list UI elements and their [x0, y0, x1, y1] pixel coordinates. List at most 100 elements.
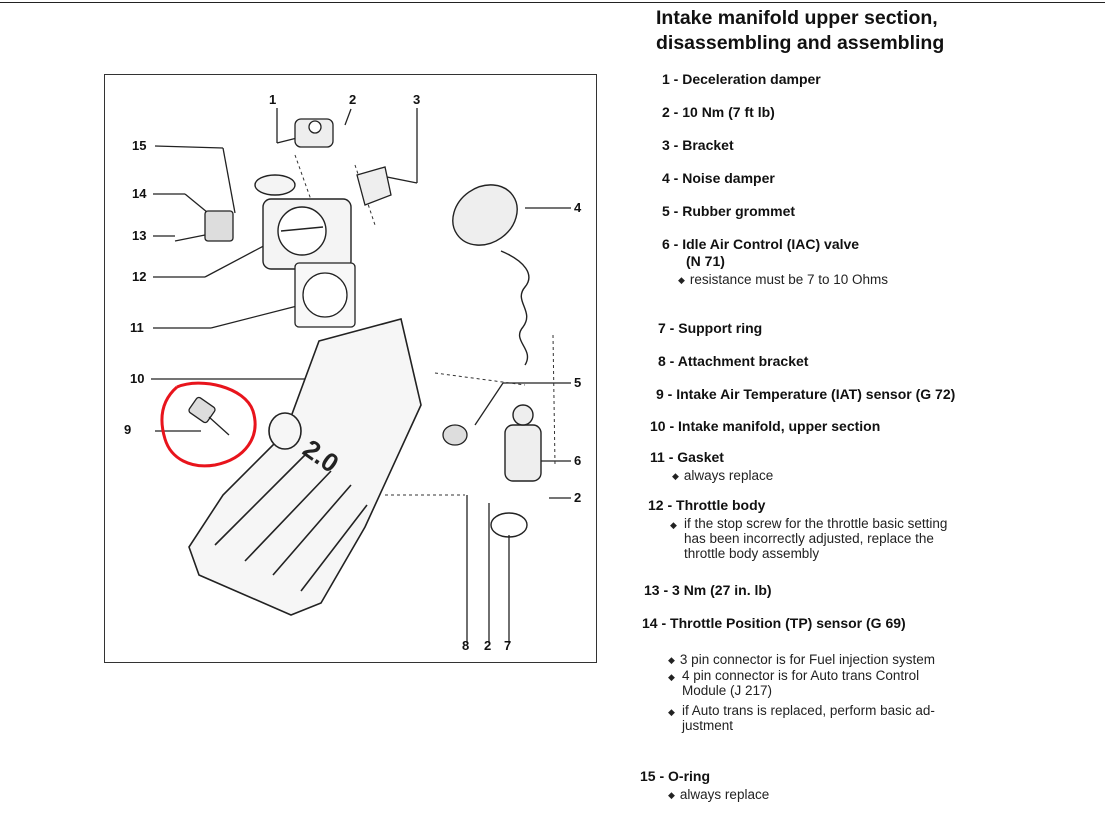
gasket: [294, 262, 356, 328]
legend-label: Throttle body: [676, 497, 766, 513]
leader-2-top: [344, 108, 352, 126]
bullet-diamond-icon: ◆: [668, 707, 675, 717]
legend-item-2: 2 - 10 Nm (7 ft lb): [662, 104, 775, 120]
legend-item-6-code: (N 71): [686, 253, 725, 269]
legend-num: 15 -: [640, 768, 669, 784]
callout-8: 8: [462, 638, 470, 653]
tp-sensor: [174, 210, 234, 242]
iat-sensor: [188, 396, 230, 436]
note-15-1: ◆ always replace: [668, 787, 769, 804]
exploded-view-diagram: 2.0 1 2 3 15 14 13 12 11 10 9 4 5 6 2 8 …: [104, 74, 597, 663]
callout-2-top: 2: [349, 92, 357, 107]
legend-item-7: 7 - Support ring: [658, 320, 762, 336]
legend-num: 8 -: [658, 353, 678, 369]
legend-num: 5 -: [662, 203, 683, 219]
legend-num: 9 -: [656, 386, 677, 402]
callout-10: 10: [130, 371, 145, 386]
legend-label: Attachment bracket: [677, 353, 809, 369]
callout-2-right: 2: [574, 490, 582, 505]
legend-item-15: 15 - O-ring: [640, 768, 710, 784]
legend-item-10: 10 - Intake manifold, upper section: [650, 418, 880, 434]
legend-label: Intake manifold, upper section: [678, 418, 881, 434]
note-11-1: ◆ always replace: [672, 468, 773, 485]
legend-num: 10 -: [650, 418, 679, 434]
legend-label: 3 Nm (27 in. lb): [672, 582, 772, 598]
note-14-2: ◆ 4 pin connector is for Auto trans Cont…: [668, 668, 988, 698]
page-title: Intake manifold upper section, disassemb…: [656, 7, 945, 54]
red-highlight-circle: [160, 381, 257, 468]
legend-item-4: 4 - Noise damper: [662, 170, 775, 186]
note-text: 4 pin connector is for Auto trans Contro…: [682, 668, 920, 698]
legend-item-5: 5 - Rubber grommet: [662, 203, 795, 219]
bullet-diamond-icon: ◆: [672, 471, 679, 481]
note-14-1: ◆ 3 pin connector is for Fuel injection s…: [668, 652, 988, 669]
legend-item-1: 1 - Deceleration damper: [662, 71, 821, 87]
legend-num: 6 -: [662, 236, 683, 252]
legend-item-6: 6 - Idle Air Control (IAC) valve: [662, 236, 859, 252]
legend-label: Deceleration damper: [682, 71, 821, 87]
legend-num: 14 -: [642, 615, 671, 631]
note-6-1: ◆ resistance must be 7 to 10 Ohms: [678, 272, 888, 289]
throttle-body: [254, 174, 352, 270]
bullet-diamond-icon: ◆: [668, 790, 675, 800]
note-text: if Auto trans is replaced, perform basic…: [682, 703, 935, 733]
legend-item-11: 11 - Gasket: [650, 449, 724, 465]
bullet-diamond-icon: ◆: [668, 672, 675, 682]
note-text: always replace: [679, 787, 770, 802]
callout-4: 4: [574, 200, 582, 215]
note-12-1: ◆ if the stop screw for the throttle bas…: [670, 516, 985, 561]
legend-label: Rubber grommet: [682, 203, 796, 219]
callout-14: 14: [132, 186, 147, 201]
support-ring: [490, 512, 528, 538]
legend-label: Gasket: [677, 449, 724, 465]
callout-7: 7: [504, 638, 512, 653]
callout-5: 5: [574, 375, 582, 390]
legend-num: 1 -: [662, 71, 683, 87]
legend-label: Support ring: [678, 320, 763, 336]
rubber-grommet: [442, 424, 468, 446]
top-rule: [0, 2, 1105, 3]
legend-label: Bracket: [682, 137, 734, 153]
callout-15: 15: [132, 138, 147, 153]
bracket: [356, 166, 392, 206]
legend-label: Noise damper: [682, 170, 775, 186]
legend-item-8: 8 - Attachment bracket: [658, 353, 808, 369]
legend-label: O-ring: [668, 768, 711, 784]
legend-label: Throttle Position (TP) sensor (G 69): [670, 615, 906, 631]
legend-num: 11 -: [650, 449, 678, 465]
legend-item-14: 14 - Throttle Position (TP) sensor (G 69…: [642, 615, 906, 631]
legend-num: 12 -: [648, 497, 677, 513]
deceleration-damper: [294, 118, 334, 148]
callout-3: 3: [413, 92, 421, 107]
legend-num: 7 -: [658, 320, 679, 336]
bullet-diamond-icon: ◆: [678, 275, 685, 285]
note-text: 3 pin connector is for Fuel injection sy…: [679, 652, 936, 667]
note-text: always replace: [683, 468, 774, 483]
bullet-diamond-icon: ◆: [670, 520, 677, 530]
legend-item-3: 3 - Bracket: [662, 137, 734, 153]
bullet-diamond-icon: ◆: [668, 655, 675, 665]
legend-item-9: 9 - Intake Air Temperature (IAT) sensor …: [656, 386, 955, 402]
legend-item-13: 13 - 3 Nm (27 in. lb): [644, 582, 772, 598]
callout-13: 13: [132, 228, 147, 243]
legend-item-12: 12 - Throttle body: [648, 497, 765, 513]
callout-2-bottom: 2: [484, 638, 492, 653]
callout-9: 9: [124, 422, 132, 437]
note-14-3: ◆ if Auto trans is replaced, perform bas…: [668, 703, 988, 733]
diagram-drawing: 2.0: [151, 108, 571, 643]
legend-num: 13 -: [644, 582, 673, 598]
callout-12: 12: [132, 269, 147, 284]
note-text: resistance must be 7 to 10 Ohms: [689, 272, 889, 287]
intake-manifold: [188, 318, 422, 616]
legend-num: 3 -: [662, 137, 683, 153]
legend-num: 4 -: [662, 170, 683, 186]
iac-valve: [504, 404, 542, 482]
callout-11: 11: [130, 320, 144, 335]
noise-damper: [452, 184, 530, 366]
legend-label: Intake Air Temperature (IAT) sensor (G 7…: [676, 386, 956, 402]
callout-6: 6: [574, 453, 582, 468]
note-text: if the stop screw for the throttle basic…: [684, 516, 948, 561]
callout-1: 1: [269, 92, 277, 107]
leader-15: [154, 145, 224, 149]
legend-label: Idle Air Control (IAC) valve: [682, 236, 860, 252]
